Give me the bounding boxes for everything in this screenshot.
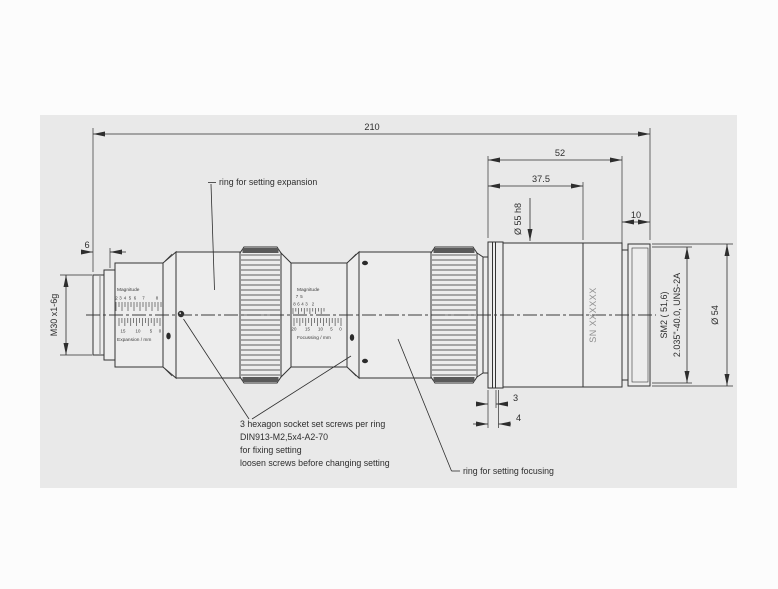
scale-number: 3	[119, 296, 122, 301]
dim-text-front: 37.5	[532, 174, 550, 184]
callout-focusing-ring: ring for setting focusing	[397, 338, 554, 476]
callout-expansion-ring: ring for setting expansion	[208, 177, 317, 291]
scale-ticks	[293, 318, 342, 326]
knurl-band	[433, 248, 475, 253]
scale-number: 10	[136, 329, 141, 334]
scale-number: 4	[301, 302, 304, 307]
dim-text-groove-a: 3	[513, 393, 518, 403]
scale-title: Magnitude	[117, 287, 140, 293]
screw-note-line-2: DIN913-M2,5x4-A2-70	[240, 432, 328, 442]
scale-number: 6	[134, 296, 137, 301]
callout-set-screws: 3 hexagon socket set screws per ring DIN…	[183, 318, 390, 468]
dim-dia-body: Ø 55 h8	[513, 198, 533, 241]
scale-number: 15	[305, 327, 310, 332]
chamfer-tick	[348, 368, 357, 377]
scale-number: 5	[129, 296, 132, 301]
screw-note-line-1: 3 hexagon socket set screws per ring	[240, 419, 385, 429]
scale-number: 2	[312, 302, 315, 307]
focusing-scale: Magnitude 7 5 8 6 4 3 2 20 15 10 5 0 Foc…	[292, 287, 343, 341]
screw-hole	[362, 260, 368, 266]
chamfer-tick	[164, 253, 173, 262]
dim-text-cap: 10	[631, 210, 641, 220]
screw-hole	[166, 332, 171, 340]
knurl-stripes	[241, 254, 280, 376]
scale-number: 4	[124, 296, 127, 301]
scale-number: 8	[156, 296, 159, 301]
scale-title: Magnitude	[297, 287, 320, 293]
dim-thread-right: SM2 ( 51,6) 2.035"-40.0, UNS-2A	[652, 246, 692, 384]
scale-number: 6	[297, 302, 300, 307]
scale-number: 5	[150, 329, 153, 334]
scale-ticks	[118, 318, 161, 326]
knurl-band	[433, 377, 475, 382]
expansion-ring-label: ring for setting expansion	[219, 177, 317, 187]
screw-hole	[349, 334, 355, 341]
set-screw-dot	[177, 310, 185, 318]
knurl-stripes	[432, 254, 476, 376]
dim-text-rear: 52	[555, 148, 565, 158]
dim-groove-3: 3	[476, 390, 518, 428]
scale-ticks	[292, 308, 325, 314]
scale-number: 8	[293, 302, 296, 307]
scale-number: 5	[330, 327, 333, 332]
thread-right-label-2: 2.035"-40.0, UNS-2A	[672, 273, 682, 357]
serial-number: SN XXXXXX	[588, 287, 598, 343]
dim-cap-10: 10	[622, 210, 650, 225]
scale-number: 10	[318, 327, 323, 332]
thread-right-label-1: SM2 ( 51,6)	[659, 291, 669, 338]
knurl-band	[242, 377, 279, 382]
dim-text-overall: 210	[364, 122, 379, 132]
dim-dia-cap: Ø 54	[652, 243, 733, 387]
scale-ticks	[115, 302, 162, 311]
dim-thread-left: M30 x1-6g	[49, 274, 92, 356]
dim-overall-210: 210	[92, 122, 651, 272]
dia-body-label: Ø 55 h8	[513, 203, 523, 235]
scale-unit: Focussing / mm	[297, 335, 331, 341]
expansion-scale: Magnitude 2 3 4 5 6 7 8 15 10 5 0 Expans…	[115, 287, 162, 343]
scale-number: 20	[292, 327, 297, 332]
scale-unit: Expansion / mm	[117, 337, 151, 343]
scale-number: 0	[159, 329, 162, 334]
dim-left-6: 6	[81, 240, 126, 268]
dim-front-37-5: 37.5	[488, 174, 584, 240]
dim-text-groove-b: 4	[516, 413, 521, 423]
screw-note-line-4: loosen screws before changing setting	[240, 458, 390, 468]
scale-number: 5	[300, 294, 303, 299]
scale-number: 7	[296, 294, 299, 299]
scale-number: 2	[115, 296, 118, 301]
focusing-ring-label: ring for setting focusing	[463, 466, 554, 476]
dim-groove-4: 4	[473, 390, 521, 428]
scale-number: 7	[142, 296, 145, 301]
scale-number: 15	[121, 329, 126, 334]
scale-number: 0	[339, 327, 342, 332]
knurl-band	[242, 248, 279, 253]
screw-note-line-3: for fixing setting	[240, 445, 302, 455]
thread-left-label: M30 x1-6g	[49, 294, 59, 337]
chamfer-tick	[348, 253, 357, 262]
screw-hole	[362, 358, 368, 364]
dim-text-left: 6	[84, 240, 89, 250]
set-screw-highlight	[179, 312, 182, 315]
chamfer-tick	[164, 368, 173, 377]
scale-number: 3	[305, 302, 308, 307]
dia-cap-label: Ø 54	[710, 305, 720, 325]
dim-rear-52: 52	[487, 148, 623, 246]
